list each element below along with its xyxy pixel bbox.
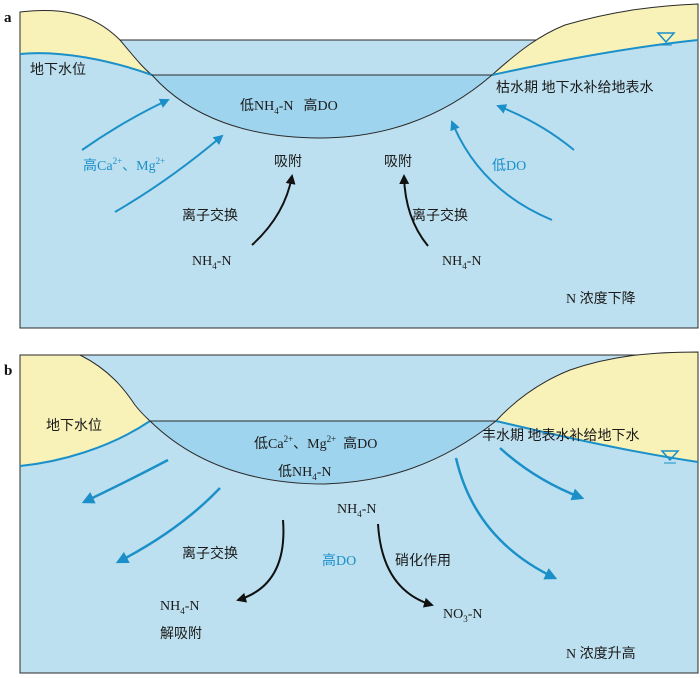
panel-a-label: a (4, 10, 12, 26)
panel-b-nh4-mid-label: NH4-N (337, 502, 377, 519)
panel-b-flow-arrow-3 (499, 447, 585, 501)
panel-a-water-table-right (491, 39, 699, 76)
panel-b: b 地下水位 丰水期 地表水补给地下水 低Ca2+、Mg2+ 高DO 低NH4-… (4, 351, 699, 674)
panel-a-ions-label: 高Ca2+、Mg2+ (83, 156, 165, 174)
panel-b-no3-label: NO3-N (443, 607, 483, 624)
panel-b-lake (148, 420, 498, 485)
panel-b-season-label: 丰水期 地表水补给地下水 (482, 428, 640, 444)
panel-a-exchange-left-label: 离子交换 (182, 207, 238, 224)
panel-a-low-do-label: 低DO (492, 158, 526, 174)
panel-a-flow-arrow-4 (450, 120, 553, 221)
panel-b-n-trend-label: N 浓度升高 (566, 645, 636, 662)
panel-b-water-table-right (495, 420, 699, 463)
panel-a-water-table-left (19, 52, 153, 76)
panel-b-nh4-left-label: NH4-N (160, 599, 200, 616)
panel-b-desorb-label: 解吸附 (160, 626, 202, 642)
panel-b-lake-line1: 低Ca2+、Mg2+ 高DO (254, 434, 377, 452)
panel-b-nitrification-label: 硝化作用 (395, 553, 451, 569)
panel-b-flow-arrow-4 (454, 457, 558, 580)
panel-a-nh4-right-label: NH4-N (442, 254, 482, 271)
panel-a-flow-arrow-3 (496, 104, 575, 151)
panel-a-flow-arrow-1 (81, 98, 170, 151)
panel-a-n-trend-label: N 浓度下降 (566, 291, 636, 307)
panel-a-season-label: 枯水期 地下水补给地表水 (496, 80, 654, 96)
panel-a-adsorb-left-label: 吸附 (274, 154, 302, 170)
water-table-triangle-icon (660, 450, 680, 462)
water-table-triangle-icon (656, 32, 676, 44)
panel-b-water-table-label: 地下水位 (46, 418, 102, 434)
panel-b-lake-line2: 低NH4-N (278, 464, 332, 482)
panel-b-water-table-left (19, 420, 151, 467)
panel-b-flow-arrow-1 (81, 458, 169, 504)
panel-a-adsorb-right-label: 吸附 (384, 154, 412, 170)
panel-a-nh4-left-label: NH4-N (192, 254, 232, 271)
panel-a-flow-arrow-2 (114, 134, 224, 213)
panel-a-adsorb-arrow-left (251, 174, 296, 246)
panel-a-exchange-right-label: 离子交换 (412, 207, 468, 224)
panel-b-high-do-label: 高DO (322, 552, 356, 569)
panel-b-nitrification-arrow (377, 523, 434, 608)
panel-b-label: b (4, 363, 12, 379)
panel-a-lake (150, 74, 494, 139)
panel-a-adsorb-arrow-right (399, 174, 429, 247)
panel-b-flow-arrow-2 (115, 487, 221, 564)
panel-b-exchange-label: 离子交换 (182, 545, 238, 562)
panel-a-water-table-label: 地下水位 (30, 62, 86, 78)
panel-b-desorb-arrow (236, 519, 285, 603)
